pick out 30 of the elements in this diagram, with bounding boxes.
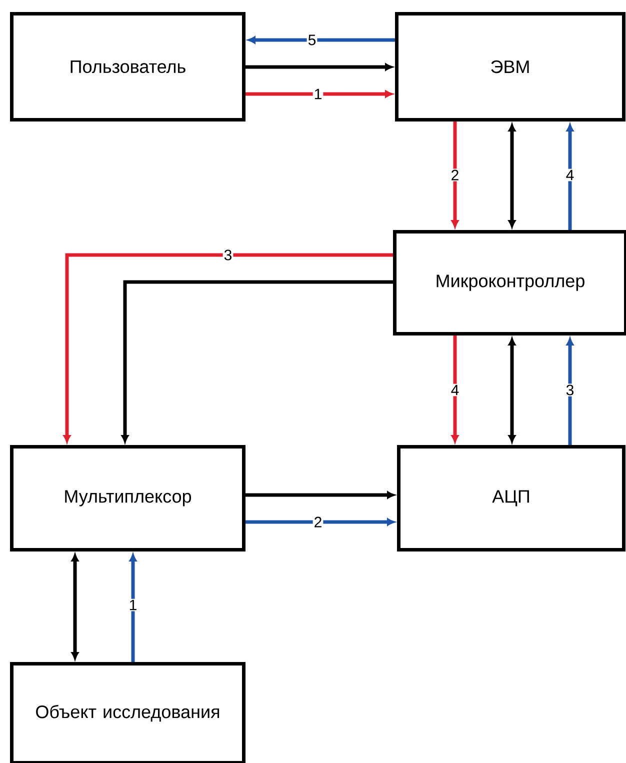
- arrow: [121, 280, 393, 443]
- arrow: [246, 491, 395, 499]
- arrow: [129, 554, 137, 662]
- process-box: Мультиплексор: [10, 445, 246, 552]
- edge-label: 3: [222, 248, 234, 262]
- arrow: [246, 90, 393, 98]
- process-box: АЦП: [397, 445, 626, 552]
- edge-label: 2: [450, 168, 460, 182]
- arrow: [71, 554, 79, 660]
- process-box: Микроконтроллер: [393, 230, 626, 336]
- edge-label: 3: [564, 384, 576, 396]
- edge-label: 5: [306, 34, 318, 46]
- process-box: Пользователь: [10, 12, 246, 122]
- arrow: [63, 253, 393, 443]
- edge-label: 4: [564, 168, 576, 182]
- process-box: Объект исследования: [10, 662, 246, 763]
- arrow: [451, 336, 459, 443]
- edge-label: 1: [128, 598, 138, 612]
- arrow: [246, 63, 393, 71]
- arrow: [246, 518, 395, 526]
- edge-label: 4: [450, 384, 460, 396]
- edge-label: 1: [312, 88, 324, 100]
- arrow: [248, 36, 395, 44]
- edge-label: 2: [312, 516, 324, 528]
- arrow: [566, 124, 574, 230]
- process-box: ЭВМ: [395, 12, 626, 122]
- arrow: [566, 338, 574, 445]
- arrow: [451, 122, 459, 228]
- arrow: [508, 124, 516, 228]
- arrow: [508, 338, 516, 443]
